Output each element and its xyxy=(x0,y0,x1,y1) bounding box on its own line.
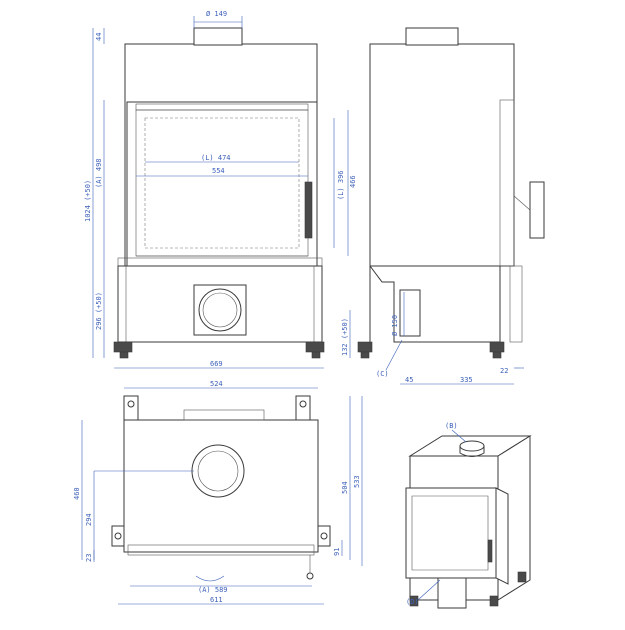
front-width: 669 xyxy=(210,360,223,368)
side-door-profile xyxy=(499,99,515,267)
front-right-foot xyxy=(311,351,321,359)
front-base-height: 296 (+50) xyxy=(95,292,103,330)
front-flue-dia: Ø 149 xyxy=(206,10,227,18)
top-rear-right-hole xyxy=(299,400,307,408)
iso-air-inlet xyxy=(437,577,467,609)
side-door-handle xyxy=(529,181,545,239)
front-air-inlet-inner xyxy=(202,292,238,328)
front-ash-strip xyxy=(117,257,323,267)
iso-front-right-leg xyxy=(489,595,499,607)
top-outer-depth: 533 xyxy=(353,475,361,488)
front-a-height: (A) 498 xyxy=(95,158,103,188)
top-small-right: 91 xyxy=(333,548,341,556)
side-rear-plate xyxy=(509,265,523,343)
top-small-left: 23 xyxy=(85,554,93,562)
front-door-frame xyxy=(126,101,318,267)
front-l-width: (L) 474 xyxy=(201,154,231,162)
top-rear-right-lug xyxy=(295,395,311,421)
side-front-foot xyxy=(360,351,370,359)
front-air-inlet-circle xyxy=(198,288,242,332)
front-glass-width: 554 xyxy=(212,167,225,175)
top-right-depth: 504 xyxy=(341,481,349,494)
side-rear-foot xyxy=(492,351,502,359)
front-door-top-bar xyxy=(135,103,309,111)
top-view: 524 460 294 23 504 533 91 (A) 589 611 xyxy=(73,380,363,605)
top-front-left-lug xyxy=(111,525,125,547)
front-air-inlet-plate xyxy=(193,284,247,336)
front-flue-collar xyxy=(193,27,243,46)
front-left-leg xyxy=(113,341,133,353)
side-c-label: (C) xyxy=(376,370,389,378)
top-a-width: (A) 589 xyxy=(198,586,228,594)
iso-d-label: (D) xyxy=(406,598,419,606)
iso-door-glass xyxy=(411,495,489,571)
top-rear-strip xyxy=(183,409,265,421)
top-front-right-hole xyxy=(320,532,328,540)
front-door-handle xyxy=(304,181,313,239)
side-front-offset: 45 xyxy=(405,376,413,384)
iso-door-side xyxy=(495,487,509,585)
top-front-strip xyxy=(127,544,315,556)
iso-b-leader xyxy=(451,429,467,443)
side-view: Ø 150 132 (+50) (C) 45 335 22 xyxy=(341,27,545,385)
front-total-height: 1024 (+50) xyxy=(84,180,92,222)
side-c-leader xyxy=(385,339,403,371)
iso-b-label: (B) xyxy=(445,422,458,430)
side-flue-collar xyxy=(405,27,459,46)
side-air-inlet xyxy=(399,289,421,337)
iso-flue-body xyxy=(459,446,485,457)
side-air-inlet-dia: Ø 150 xyxy=(391,315,399,336)
side-body-outline xyxy=(369,43,515,267)
top-left-depth: 460 xyxy=(73,487,81,500)
front-glass-height: 466 xyxy=(349,175,357,188)
top-body-outline xyxy=(123,419,319,553)
top-outer-width: 611 xyxy=(210,596,223,604)
side-air-inlet-height: 132 (+50) xyxy=(341,318,349,356)
iso-door-handle xyxy=(487,539,493,563)
side-front-leg xyxy=(357,341,373,353)
front-base xyxy=(117,265,323,343)
side-rear-offset: 22 xyxy=(500,367,508,375)
top-inner-width: 524 xyxy=(210,380,223,388)
iso-d-leader xyxy=(417,579,441,601)
front-right-leg xyxy=(305,341,325,353)
top-center-depth: 294 xyxy=(85,513,93,526)
front-visible-glass xyxy=(144,117,300,249)
top-front-knob xyxy=(306,572,314,580)
iso-flue-top xyxy=(459,440,485,452)
top-rear-left-lug xyxy=(123,395,139,421)
front-left-foot xyxy=(119,351,129,359)
top-front-right-lug xyxy=(317,525,331,547)
front-top-offset: 44 xyxy=(95,33,103,41)
front-l-height: (L) 396 xyxy=(337,170,345,200)
side-handle-arm xyxy=(513,195,531,211)
iso-rear-leg xyxy=(517,571,527,583)
top-flue-outer xyxy=(191,444,245,498)
top-rear-left-hole xyxy=(127,400,135,408)
iso-view: (B) (D) xyxy=(405,422,532,609)
side-rear-leg xyxy=(489,341,505,353)
front-view: Ø 149 44 1024 (+50) (A) 498 296 (+50) (L… xyxy=(84,10,357,369)
top-a-arc xyxy=(195,575,225,582)
side-depth: 335 xyxy=(460,376,473,384)
top-flue-inner xyxy=(197,450,239,492)
side-base-outline xyxy=(369,265,501,343)
top-front-left-hole xyxy=(114,532,122,540)
iso-front-left-leg xyxy=(409,595,419,607)
front-glass xyxy=(135,109,309,257)
iso-door xyxy=(405,487,497,579)
